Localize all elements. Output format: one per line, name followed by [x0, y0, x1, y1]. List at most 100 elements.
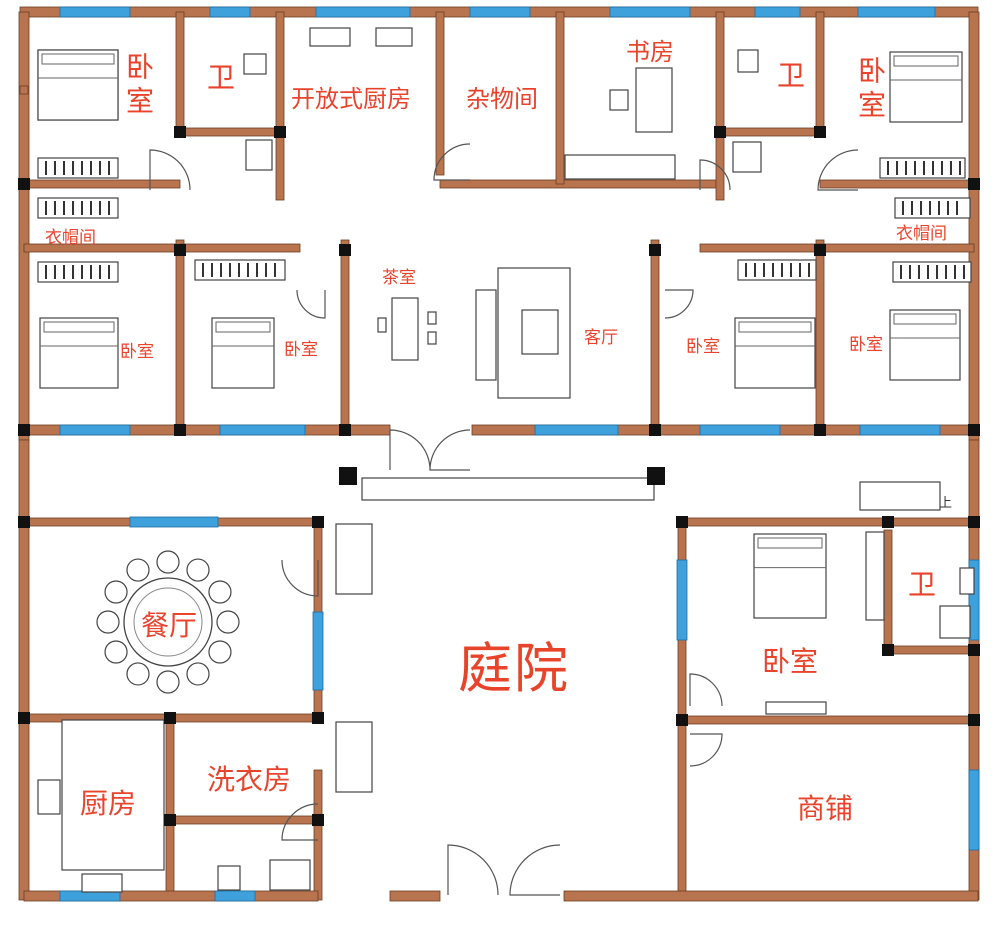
tea-stool: [377, 317, 387, 333]
column: [814, 126, 826, 138]
wall: [179, 127, 281, 137]
wall: [18, 439, 30, 901]
wall: [435, 11, 445, 176]
column: [312, 814, 324, 826]
label-study: 书房: [626, 38, 674, 66]
wall: [819, 179, 975, 189]
column: [174, 244, 186, 256]
dining-chair: [126, 662, 150, 686]
stairs-left-top: [335, 523, 373, 595]
bed-e-outer-pillow: [893, 313, 957, 325]
toilet-ne: [737, 49, 759, 73]
column: [882, 516, 894, 528]
bed-se-pillow: [757, 537, 823, 549]
label-bath-ne: 卫: [777, 59, 806, 92]
door-swing: [689, 733, 723, 767]
toilet-sw: [217, 865, 241, 891]
cooktop-ne-sink: [309, 27, 351, 47]
column: [339, 424, 351, 436]
window: [209, 6, 251, 18]
side-sofa: [475, 289, 497, 381]
window: [857, 6, 936, 18]
wall: [18, 11, 30, 441]
wall: [968, 11, 980, 441]
wall: [887, 645, 975, 655]
wall: [677, 721, 687, 901]
label-shop: 商铺: [797, 792, 854, 825]
tea-table: [391, 297, 419, 361]
window: [214, 890, 256, 902]
window: [676, 559, 688, 641]
wall: [165, 717, 175, 901]
column: [814, 424, 826, 436]
label-bedroom-se: 卧室: [762, 645, 819, 678]
label-bedroom-e-outer: 卧室: [849, 335, 883, 355]
closet-ne: [879, 157, 966, 179]
stairs-left-bottom: [335, 721, 373, 793]
door-swing: [296, 289, 326, 319]
round-table-inner: [133, 587, 203, 657]
wall: [815, 11, 825, 133]
column: [968, 644, 980, 656]
door-swing: [429, 429, 471, 471]
bed-nw-pillow: [41, 53, 115, 65]
dining-chair: [208, 640, 232, 664]
wall: [389, 890, 441, 902]
door-swing: [664, 289, 694, 319]
column: [647, 467, 665, 485]
dining-chair: [156, 550, 180, 574]
window: [129, 516, 219, 528]
wall: [555, 11, 565, 185]
sink: [81, 873, 123, 893]
wall: [175, 239, 185, 431]
stair-up-label: 上: [939, 496, 953, 511]
label-courtyard: 庭院: [458, 637, 570, 700]
column: [649, 244, 661, 256]
door-swing: [281, 559, 319, 597]
window: [469, 6, 531, 18]
window: [968, 769, 980, 851]
label-closet-e: 衣帽间: [896, 224, 947, 244]
sink-nw: [245, 139, 273, 171]
column: [814, 244, 826, 256]
closet-w: [37, 261, 119, 283]
stairs-right: [859, 481, 941, 511]
window: [754, 6, 801, 18]
dining-chair: [216, 610, 240, 634]
wall: [275, 11, 285, 201]
bed-e-inner-pillow: [738, 321, 812, 333]
label-bath-nw: 卫: [207, 61, 236, 94]
wall: [340, 239, 350, 431]
dining-chair: [156, 670, 180, 694]
toilet-nw: [243, 53, 267, 75]
label-bedroom-nw: 卧室: [122, 52, 155, 120]
column: [676, 714, 688, 726]
dining-chair: [104, 580, 128, 604]
toilet-se: [959, 567, 975, 595]
wall: [715, 11, 725, 201]
wall: [169, 815, 319, 825]
column: [18, 178, 30, 190]
door-swing: [447, 844, 499, 896]
sink-se: [939, 605, 971, 639]
door-swing: [689, 673, 723, 707]
wall: [815, 239, 825, 431]
wardrobe-se: [865, 531, 885, 621]
label-storage: 杂物间: [466, 85, 538, 113]
column: [968, 516, 980, 528]
windows: [59, 6, 980, 902]
bed-w-outer-pillow: [43, 321, 115, 333]
bed-w-inner-pillow: [215, 321, 271, 333]
window: [699, 424, 781, 436]
door-swing: [281, 803, 319, 841]
closet-ei: [737, 259, 817, 281]
dining-chair: [208, 580, 232, 604]
wall: [699, 243, 821, 253]
closet-w-top: [37, 197, 119, 219]
column: [339, 467, 357, 485]
columns: [18, 126, 980, 826]
column: [339, 244, 351, 256]
column: [164, 814, 176, 826]
closet-e-top: [894, 197, 971, 219]
